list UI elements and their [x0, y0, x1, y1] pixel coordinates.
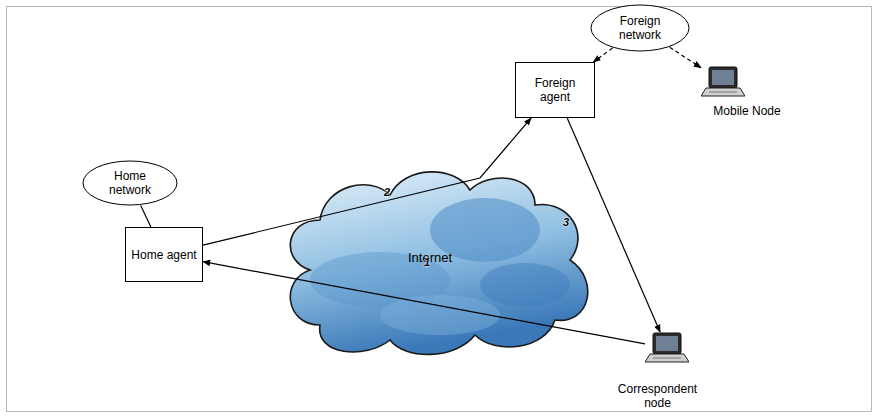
- network-ellipse: Foreign network: [590, 4, 690, 52]
- network-ellipse: Home network: [82, 160, 178, 206]
- node-label: Mobile Node: [713, 104, 780, 118]
- node-label: Foreign agent: [520, 76, 590, 104]
- callout-number: 2: [384, 186, 390, 198]
- node-label: Home network: [109, 169, 151, 197]
- mobile-node: Mobile Node: [695, 62, 787, 118]
- correspondent-node: Correspondent node: [610, 330, 705, 410]
- connector-arrow: [141, 205, 151, 227]
- laptop-icon: [701, 66, 745, 98]
- callout-number: 1: [424, 256, 430, 268]
- node-label: Foreign network: [619, 14, 661, 42]
- laptop-icon: [645, 332, 689, 364]
- node-label: Correspondent node: [618, 382, 697, 410]
- connector-arrow: [593, 48, 612, 62]
- callout-number: 3: [563, 216, 569, 228]
- node-label: Home agent: [131, 248, 196, 262]
- internet-cloud: Internet: [270, 160, 600, 360]
- agent-box: Foreign agent: [515, 62, 595, 118]
- agent-box: Home agent: [125, 227, 203, 282]
- connector-arrow: [670, 47, 701, 67]
